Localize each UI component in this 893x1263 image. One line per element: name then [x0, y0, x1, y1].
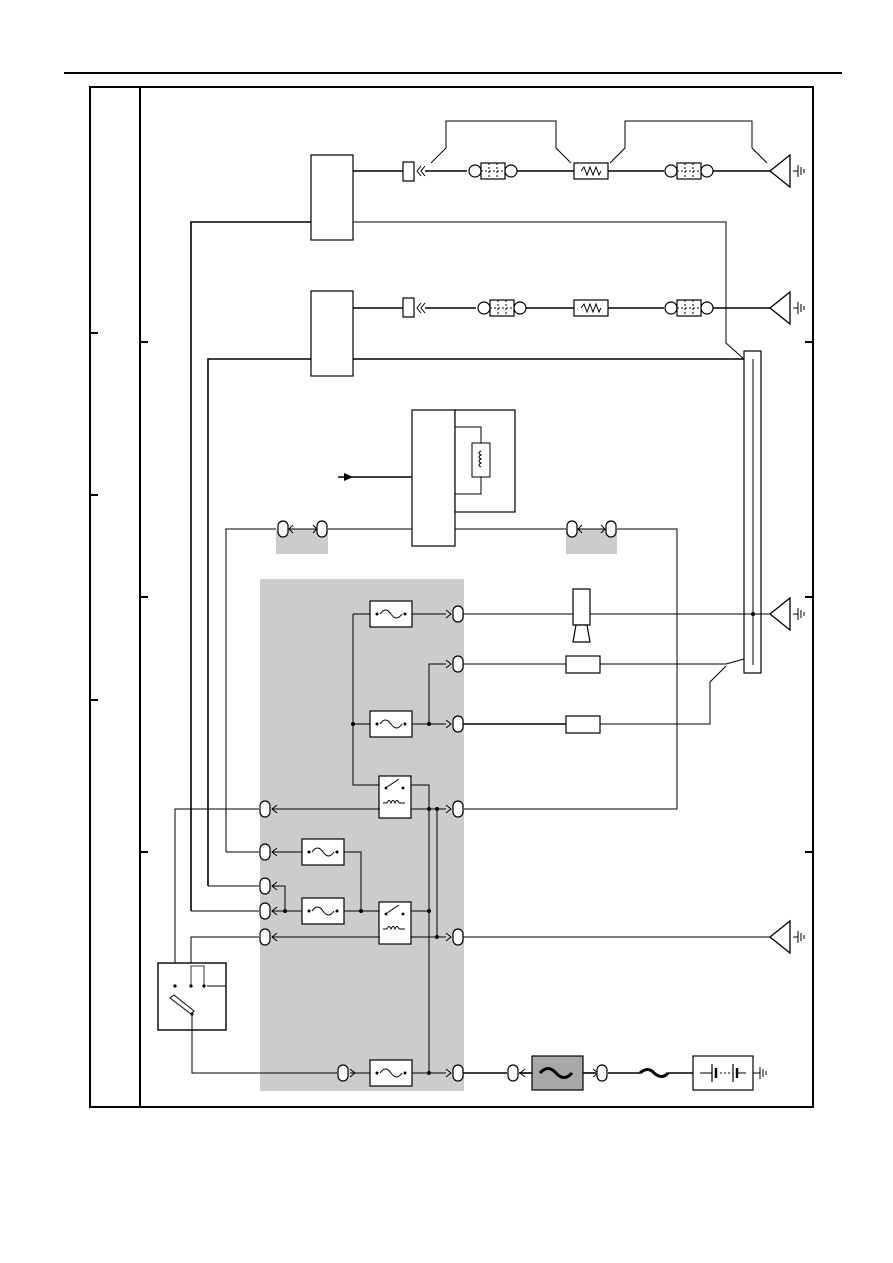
heater-resistor-2 — [573, 299, 609, 317]
relay-2 — [378, 901, 412, 945]
plug-connector-left-a — [277, 520, 289, 538]
plug-connector-fl-b — [596, 1064, 608, 1082]
plug-connector-fuse-2a — [452, 655, 464, 673]
inline-connector-4 — [664, 299, 714, 317]
ground-icon — [769, 291, 805, 325]
plug-connector-left-2 — [259, 843, 271, 861]
plug-connector-fuse-2b — [452, 715, 464, 733]
ground-icon — [769, 154, 805, 188]
fuse-main — [369, 1059, 413, 1087]
resistor-1 — [565, 655, 601, 674]
inline-connector-2 — [664, 162, 714, 180]
plug-connector-right-b — [605, 520, 617, 538]
ground-icon — [759, 1067, 767, 1079]
plug-connector-left-4 — [259, 902, 271, 920]
inline-connector-3 — [477, 299, 527, 317]
connector-2 — [402, 297, 415, 318]
plug-connector-left-3 — [259, 877, 271, 895]
inline-connector-1 — [468, 162, 518, 180]
plug-connector-left-b — [316, 520, 328, 538]
battery-icon — [692, 1055, 754, 1091]
plug-connector-left-1 — [259, 800, 271, 818]
connector-1 — [402, 161, 415, 182]
plug-connector-relay-1 — [452, 800, 464, 818]
fusible-link-2-icon — [639, 1068, 670, 1078]
plug-connector-fuse-1 — [452, 605, 464, 623]
plug-connector-main-in — [337, 1064, 349, 1082]
plug-connector-main — [452, 1064, 464, 1082]
ground-icon — [769, 597, 805, 631]
fuse-1 — [369, 600, 413, 628]
fuse-3 — [301, 838, 345, 866]
injector-icon — [572, 588, 591, 643]
control-module-1 — [310, 154, 354, 241]
coil-icon — [471, 442, 491, 478]
arrow-icon — [344, 473, 353, 481]
plug-connector-relay-2 — [452, 928, 464, 946]
fuse-2 — [369, 710, 413, 738]
shield-bracket-2 — [609, 120, 768, 164]
ground-icon — [769, 920, 805, 954]
shield-bracket-1 — [430, 120, 572, 164]
control-module-2 — [310, 290, 354, 377]
relay-1 — [378, 775, 412, 819]
fuse-4 — [301, 897, 345, 925]
relay-module — [411, 409, 456, 547]
resistor-2 — [565, 715, 601, 734]
relay-block-shade — [260, 579, 464, 1091]
frame-tick-marks — [90, 332, 813, 853]
heater-resistor-1 — [573, 162, 609, 180]
plug-connector-fl-a — [507, 1064, 519, 1082]
plug-connector-right-a — [566, 520, 578, 538]
plug-connector-left-5 — [259, 928, 271, 946]
